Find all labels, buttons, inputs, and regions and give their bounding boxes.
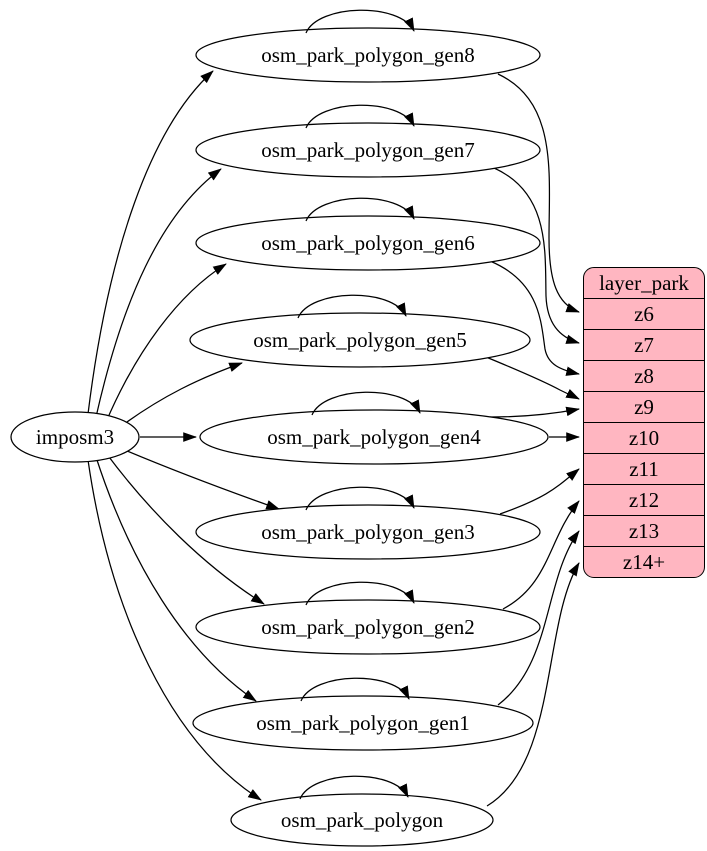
zoom-row-z10: z10	[584, 422, 704, 453]
edge-gen2-z12	[502, 500, 580, 610]
zoom-row-z8: z8	[584, 360, 704, 391]
edge-imposm3-gen3	[119, 447, 280, 510]
edge-imposm3-gen2	[105, 452, 265, 605]
edge-imposm3-gen1	[95, 456, 257, 702]
edge-gen8-z6	[497, 73, 580, 313]
edge-imposm3-polygon	[87, 459, 262, 801]
layer-table-title: layer_park	[599, 270, 689, 295]
zoom-row-z14plus: z14+	[584, 546, 704, 577]
table-node-gen7	[195, 122, 541, 178]
self-loop-gen3	[305, 486, 415, 511]
table-node-label-gen1: osm_park_polygon_gen1	[256, 711, 469, 735]
zoom-row-z13: z13	[584, 515, 704, 546]
source-node-label-imposm3: imposm3	[36, 425, 114, 449]
zoom-row-z12: z12	[584, 484, 704, 515]
edge-imposm3-gen6	[105, 263, 227, 423]
table-node-gen1	[192, 695, 534, 751]
edge-imposm3-gen8	[87, 70, 214, 415]
edge-polygon-z14+	[486, 562, 580, 807]
self-loop-gen6	[305, 197, 415, 222]
zoom-row-z11: z11	[584, 453, 704, 484]
table-node-gen3	[195, 504, 541, 560]
table-node-label-gen5: osm_park_polygon_gen5	[253, 328, 466, 352]
self-loop-gen4	[311, 391, 421, 416]
table-node-label-gen6: osm_park_polygon_gen6	[261, 231, 474, 255]
table-node-label-gen8: osm_park_polygon_gen8	[261, 43, 474, 67]
zoom-row-z6: z6	[584, 298, 704, 329]
table-node-polygon	[230, 793, 494, 847]
self-loop-gen5	[297, 294, 407, 319]
table-node-gen8	[195, 27, 541, 83]
self-loop-gen7	[305, 104, 415, 129]
source-node-imposm3	[10, 411, 140, 463]
table-node-label-gen3: osm_park_polygon_gen3	[261, 520, 474, 544]
edge-gen5-z9	[485, 356, 580, 400]
zoom-row-z7: z7	[584, 329, 704, 360]
table-node-gen5	[189, 312, 531, 368]
table-node-label-gen2: osm_park_polygon_gen2	[261, 615, 474, 639]
table-node-label-gen7: osm_park_polygon_gen7	[261, 138, 474, 162]
edge-gen1-z13	[497, 530, 580, 706]
edge-imposm3-gen7	[95, 168, 222, 418]
table-node-gen4	[199, 409, 549, 465]
self-loop-polygon	[299, 775, 409, 800]
zoom-row-z9: z9	[584, 391, 704, 422]
table-node-gen2	[195, 599, 541, 655]
table-node-label-polygon: osm_park_polygon	[281, 808, 444, 832]
self-loop-gen1	[300, 677, 410, 702]
edge-imposm3-gen5	[119, 362, 243, 428]
edge-gen6-z8	[489, 260, 580, 376]
self-loop-gen2	[305, 581, 415, 606]
table-node-gen6	[195, 215, 541, 271]
edge-gen7-z7	[493, 167, 580, 344]
self-loop-gen8	[305, 9, 415, 34]
edge-gen4-z9	[489, 406, 580, 418]
edge-gen3-z11	[499, 468, 580, 515]
table-node-label-gen4: osm_park_polygon_gen4	[267, 425, 481, 449]
